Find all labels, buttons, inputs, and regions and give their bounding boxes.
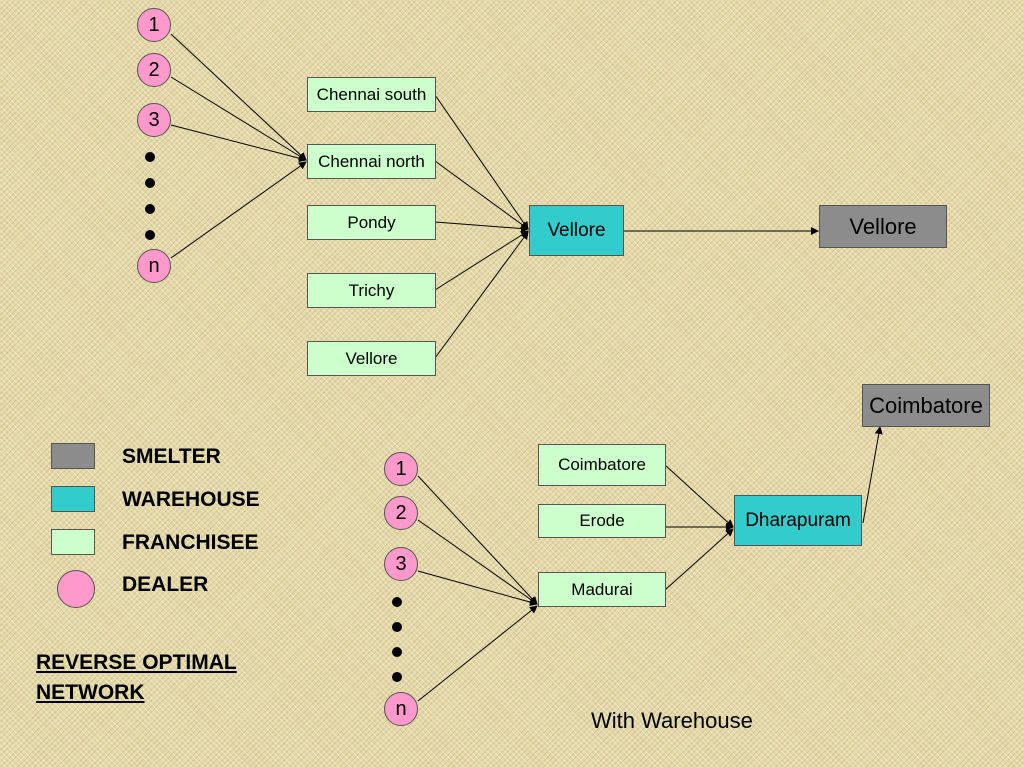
top-dealer-n: n bbox=[137, 249, 171, 283]
bottom-dealer-n: n bbox=[384, 692, 418, 726]
arrow-bottom-dealern-madurai bbox=[417, 605, 538, 702]
legend-franchisee-swatch bbox=[51, 529, 95, 555]
ellipsis-dot bbox=[392, 622, 402, 632]
bottom-dealer-2: 2 bbox=[384, 496, 418, 530]
diagram-title-line2: NETWORK bbox=[36, 681, 145, 704]
diagram-title: REVERSE OPTIMAL NETWORK bbox=[36, 648, 237, 708]
franchisee-chennai-south: Chennai south bbox=[307, 77, 436, 112]
top-dealer-1: 1 bbox=[137, 8, 171, 42]
top-dealer-3: 3 bbox=[137, 103, 171, 137]
ellipsis-dot bbox=[392, 597, 402, 607]
legend-smelter-swatch bbox=[51, 443, 95, 469]
ellipsis-dot bbox=[392, 647, 402, 657]
franchisee-madurai: Madurai bbox=[538, 572, 666, 607]
diagram-title-line1: REVERSE OPTIMAL bbox=[36, 651, 237, 674]
smelter-vellore: Vellore bbox=[819, 205, 947, 248]
arrow-bottom-dealer1-madurai bbox=[417, 475, 538, 605]
arrow-bottom-dealer2-madurai bbox=[417, 519, 538, 605]
top-dealer-2: 2 bbox=[137, 53, 171, 87]
ellipsis-dot bbox=[145, 178, 155, 188]
bottom-dealer-3: 3 bbox=[384, 547, 418, 581]
arrow-coimbatore-franchisee-warehouse bbox=[664, 464, 734, 528]
legend-dealer-label: DEALER bbox=[122, 573, 209, 596]
warehouse-dharapuram: Dharapuram bbox=[734, 495, 862, 546]
warehouse-vellore: Vellore bbox=[529, 205, 624, 256]
franchisee-vellore: Vellore bbox=[307, 341, 436, 376]
smelter-coimbatore: Coimbatore bbox=[862, 384, 990, 427]
arrow-top-dealer2-chennai-north bbox=[170, 76, 307, 161]
arrow-vellore-franchisee-warehouse bbox=[434, 231, 529, 359]
ellipsis-dot bbox=[145, 152, 155, 162]
arrow-bottom-warehouse-smelter bbox=[862, 426, 883, 524]
arrow-madurai-warehouse bbox=[664, 528, 734, 591]
arrow-pondy-warehouse bbox=[434, 221, 529, 233]
arrow-bottom-dealer3-madurai bbox=[417, 570, 538, 606]
franchisee-chennai-north: Chennai north bbox=[307, 144, 436, 179]
arrow-chennai-north-warehouse bbox=[434, 160, 529, 230]
franchisee-coimbatore: Coimbatore bbox=[538, 444, 666, 486]
legend-warehouse-label: WAREHOUSE bbox=[122, 488, 260, 511]
ellipsis-dot bbox=[145, 204, 155, 214]
bottom-dealer-1: 1 bbox=[384, 452, 418, 486]
arrow-chennai-south-warehouse bbox=[434, 94, 529, 230]
franchisee-erode: Erode bbox=[538, 504, 666, 538]
arrow-top-dealern-chennai-north bbox=[170, 161, 307, 259]
arrow-top-dealer1-chennai-north bbox=[170, 33, 307, 161]
ellipsis-dot bbox=[392, 672, 402, 682]
ellipsis-dot bbox=[145, 230, 155, 240]
bottom-network-caption: With Warehouse bbox=[591, 708, 753, 733]
legend-warehouse-swatch bbox=[51, 486, 95, 512]
arrow-trichy-warehouse bbox=[434, 230, 529, 291]
legend-smelter-label: SMELTER bbox=[122, 445, 221, 468]
legend-dealer-swatch bbox=[57, 570, 95, 608]
franchisee-trichy: Trichy bbox=[307, 273, 436, 308]
arrow-top-dealer3-chennai-north bbox=[170, 124, 307, 163]
legend-franchisee-label: FRANCHISEE bbox=[122, 531, 259, 554]
franchisee-pondy: Pondy bbox=[307, 205, 436, 240]
